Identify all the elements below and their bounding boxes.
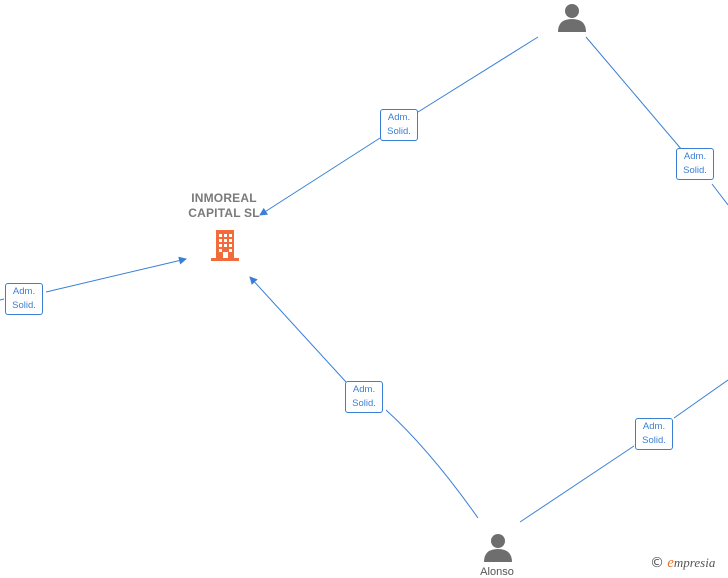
edge-label-line2: Solid. [683,165,707,176]
edge-label-line2: Solid. [387,126,411,137]
edge-label-line1: Adm. [683,151,707,162]
person-name[interactable]: Alonso [480,566,514,578]
edge-label-line1: Adm. [12,286,36,297]
edge-label-line1: Adm. [387,112,411,123]
edge-label[interactable]: Adm. Solid. [676,148,714,180]
edge-label[interactable]: Adm. Solid. [380,109,418,141]
company-name-line2: CAPITAL SL [188,206,260,220]
edge-label-line1: Adm. [642,421,666,432]
edge-top-person-to-right [585,36,728,206]
edge-top-person-to-company [260,36,539,215]
brand-rest: mpresia [673,555,716,570]
brand-initial: e [667,555,674,571]
edge-left-to-company [0,259,186,301]
company-name[interactable]: INMOREAL CAPITAL SL [176,191,272,221]
edge-label[interactable]: Adm. Solid. [5,283,43,315]
person-icon[interactable] [482,532,514,562]
edge-bottom-person-to-company [250,277,479,519]
empresia-logo: © empresia [650,555,715,572]
copyright-icon: © [650,555,664,571]
edge-label-line2: Solid. [642,435,666,446]
edge-label[interactable]: Adm. Solid. [345,381,383,413]
edge-label[interactable]: Adm. Solid. [635,418,673,450]
edge-label-line2: Solid. [12,300,36,311]
building-icon[interactable] [208,228,242,262]
edge-label-line2: Solid. [352,398,376,409]
edge-bottom-person-to-right [519,379,728,523]
edge-label-line1: Adm. [352,384,376,395]
company-name-line1: INMOREAL [191,191,257,205]
person-icon[interactable] [556,2,588,32]
